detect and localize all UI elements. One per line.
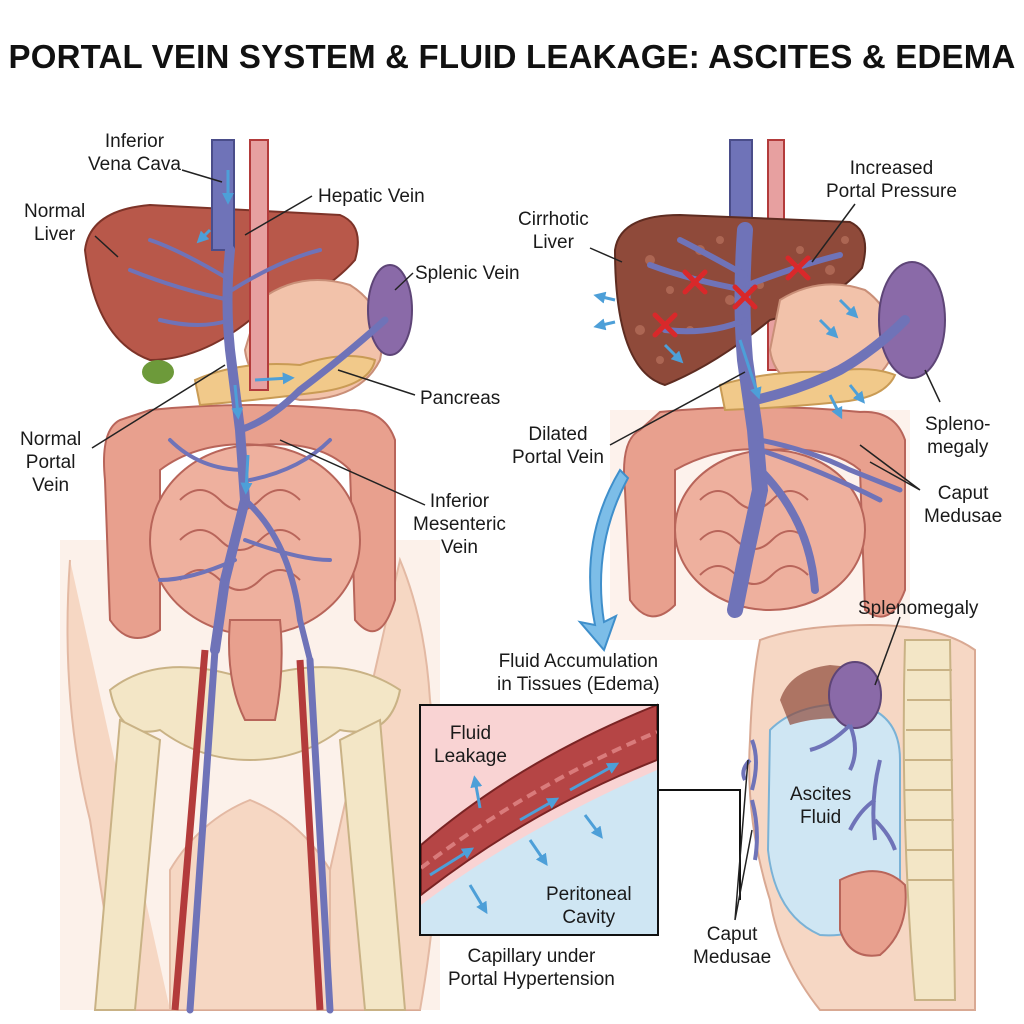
label-capillary-caption: Capillary under Portal Hypertension <box>448 945 615 991</box>
capillary-inset <box>419 703 659 936</box>
normal-intestines <box>103 404 396 721</box>
large-intestine <box>103 404 396 639</box>
leader-lines <box>91 169 941 921</box>
label-fa-line1: Fluid Accumulation <box>498 651 659 672</box>
label-af-line2: Fluid <box>800 807 842 828</box>
label-ascites-fluid: Ascites Fluid <box>790 783 851 829</box>
label-pc-line1: Peritoneal <box>546 884 632 905</box>
label-pc-line2: Cavity <box>562 907 616 928</box>
label-normal-portal-vein-line1: Normal <box>20 429 82 450</box>
label-caput-medusae-side: Caput Medusae <box>693 923 771 969</box>
side-spleen <box>828 661 882 729</box>
normal-flow-arrows <box>196 170 295 495</box>
label-imv-line3: Vein <box>440 537 478 558</box>
pelvic-organs <box>839 870 907 957</box>
label-ipp-line1: Increased <box>849 158 934 179</box>
label-pancreas-line1: Pancreas <box>420 388 501 409</box>
label-splenic-vein: Splenic Vein <box>415 262 520 285</box>
label-dpv-line1: Dilated <box>528 424 588 445</box>
label-cms-line2: Medusae <box>693 947 772 968</box>
label-splenomegaly-right: Spleno- megaly <box>925 413 991 459</box>
label-fl-line1: Fluid <box>449 723 492 744</box>
small-intestine <box>149 444 361 636</box>
label-peritoneal-cavity: Peritoneal Cavity <box>546 883 632 929</box>
cirrhotic-large-intestine <box>623 406 906 618</box>
label-fluid-accumulation: Fluid Accumulation in Tissues (Edema) <box>497 650 660 696</box>
enlarged-spleen <box>878 261 946 379</box>
label-ipp-line2: Portal Pressure <box>826 181 957 202</box>
gallbladder <box>142 360 174 384</box>
side-veins <box>741 723 897 861</box>
label-splenomegaly-right-line1: Spleno- <box>925 414 991 435</box>
label-imv-line2: Mesenteric <box>413 514 506 535</box>
label-dilated-portal-vein: Dilated Portal Vein <box>512 423 604 469</box>
label-normal-liver: Normal Liver <box>24 200 85 246</box>
label-ivc-line2: Vena Cava <box>88 154 181 175</box>
transition-arrow <box>577 468 630 652</box>
label-fa-line2: in Tissues (Edema) <box>497 674 660 695</box>
femur-left <box>93 718 162 1011</box>
label-fl-line2: Leakage <box>434 746 507 767</box>
label-splenomegaly-side-line1: Splenomegaly <box>858 598 979 619</box>
label-cms-line1: Caput <box>706 924 758 945</box>
label-normal-portal-vein-line3: Vein <box>32 475 70 496</box>
inset-connector <box>658 789 741 900</box>
aorta <box>249 139 269 391</box>
label-cc-line1: Capillary under <box>467 946 596 967</box>
label-cirrhotic-liver-line1: Cirrhotic <box>518 209 589 230</box>
normal-portal-veins <box>128 238 389 1014</box>
label-splenomegaly-right-line2: megaly <box>927 437 989 458</box>
label-dpv-line2: Portal Vein <box>512 447 604 468</box>
label-cirrhotic-liver: Cirrhotic Liver <box>518 208 589 254</box>
label-splenomegaly-side: Splenomegaly <box>858 597 978 620</box>
inferior-vena-cava <box>211 139 235 251</box>
side-view <box>741 623 976 1011</box>
label-pancreas: Pancreas <box>420 387 500 410</box>
label-af-line1: Ascites <box>790 784 852 805</box>
label-caput-medusae-right: Caput Medusae <box>924 482 1002 528</box>
rectum <box>228 619 283 721</box>
cirrhotic-small-intestine <box>674 449 866 611</box>
label-splenic-vein-line1: Splenic Vein <box>415 263 520 284</box>
label-normal-portal-vein: Normal Portal Vein <box>20 428 81 497</box>
label-ivc-line1: Inferior <box>104 131 165 152</box>
label-hepatic-vein: Hepatic Vein <box>318 185 425 208</box>
femur-right <box>338 718 407 1011</box>
cirrhotic-flow-arrows <box>593 291 865 420</box>
leg-arteries <box>171 649 324 1011</box>
label-cmr-line2: Medusae <box>924 506 1003 527</box>
label-normal-liver-line2: Liver <box>34 224 76 245</box>
normal-pancreas <box>193 355 377 407</box>
label-normal-liver-line1: Normal <box>24 201 86 222</box>
label-increased-portal-pressure: Increased Portal Pressure <box>826 157 957 203</box>
label-hepatic-vein-line1: Hepatic Vein <box>318 186 425 207</box>
diagram-title: PORTAL VEIN SYSTEM & FLUID LEAKAGE: ASCI… <box>8 38 1016 75</box>
label-cirrhotic-liver-line2: Liver <box>532 232 574 253</box>
label-normal-portal-vein-line2: Portal <box>25 452 76 473</box>
label-inferior-mesenteric-vein: Inferior Mesenteric Vein <box>413 490 506 559</box>
label-fluid-leakage: Fluid Leakage <box>434 722 507 768</box>
label-ivc: Inferior Vena Cava <box>88 130 181 176</box>
normal-spleen <box>367 264 413 356</box>
label-cmr-line1: Caput <box>937 483 989 504</box>
label-cc-line2: Portal Hypertension <box>448 969 615 990</box>
label-imv-line1: Inferior <box>429 491 490 512</box>
blockage-markers <box>652 255 811 338</box>
